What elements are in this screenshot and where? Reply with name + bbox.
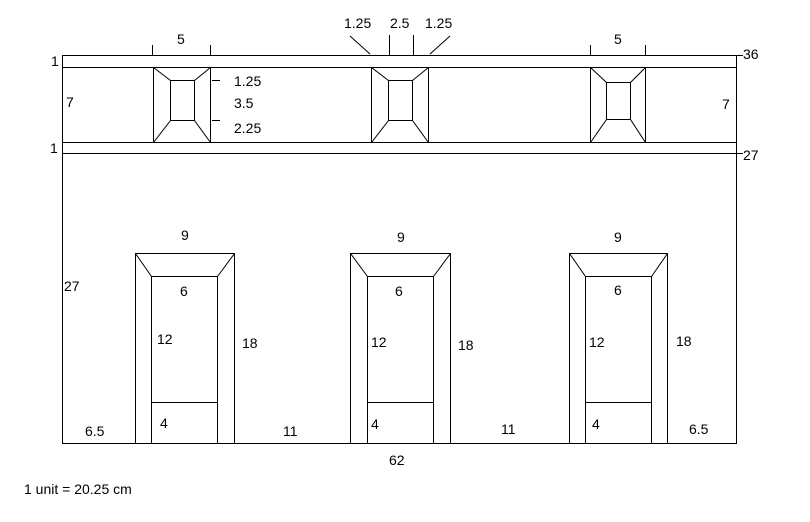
door-2-outer-width: 9 <box>397 229 405 245</box>
label-gap-2: 11 <box>501 421 516 437</box>
label-total-width: 62 <box>389 452 405 468</box>
door-1-outer-height: 18 <box>242 335 258 351</box>
label-margin-left: 6.5 <box>85 423 105 439</box>
label-top-detail-a: 1.25 <box>344 15 371 31</box>
door-3 <box>569 253 668 444</box>
frieze-panel-2 <box>371 67 429 143</box>
label-panel-dim-c: 2.25 <box>234 120 261 136</box>
door-3-outer-height: 18 <box>676 333 692 349</box>
door-2-inner-height: 12 <box>371 334 387 350</box>
label-panel-dim-b: 3.5 <box>234 95 254 111</box>
label-height-36: 36 <box>743 46 759 62</box>
dim-leader-mid-left <box>349 35 371 55</box>
label-frieze-bottom-left: 1 <box>50 140 58 156</box>
label-gap-1: 11 <box>283 423 298 439</box>
label-height-27-right: 27 <box>743 147 759 163</box>
label-margin-right: 6.5 <box>689 421 709 437</box>
door-1-outer-width: 9 <box>181 227 189 243</box>
door-1 <box>135 253 235 444</box>
label-panel-dim-a: 1.25 <box>234 73 261 89</box>
door-2-base-height: 4 <box>371 416 379 432</box>
door-2-outer-height: 18 <box>458 337 474 353</box>
door-3-inner-height: 12 <box>589 334 605 350</box>
frieze-panel-1 <box>153 67 211 143</box>
door-2-inner-width: 6 <box>395 283 403 299</box>
label-top-panel-width-left: 5 <box>177 31 185 47</box>
door-1-inner-width: 6 <box>180 283 188 299</box>
label-frieze-top-left: 1 <box>51 53 59 69</box>
door-3-inner-width: 6 <box>614 282 622 298</box>
scale-note: 1 unit = 20.25 cm <box>24 481 132 497</box>
door-1-base-height: 4 <box>160 415 168 431</box>
label-top-detail-c: 1.25 <box>425 15 452 31</box>
door-2 <box>350 253 451 444</box>
label-top-detail-b: 2.5 <box>390 15 410 31</box>
dim-leader-mid-right <box>429 35 451 55</box>
facade-outline <box>62 55 737 444</box>
label-top-panel-width-right: 5 <box>614 31 622 47</box>
label-wall-height-left: 27 <box>64 278 80 294</box>
door-3-base-height: 4 <box>592 416 600 432</box>
label-frieze-height-right: 7 <box>722 96 730 112</box>
door-3-outer-width: 9 <box>614 229 622 245</box>
frieze-panel-3 <box>590 67 646 143</box>
label-frieze-height-left: 7 <box>66 94 74 110</box>
door-1-inner-height: 12 <box>157 331 173 347</box>
